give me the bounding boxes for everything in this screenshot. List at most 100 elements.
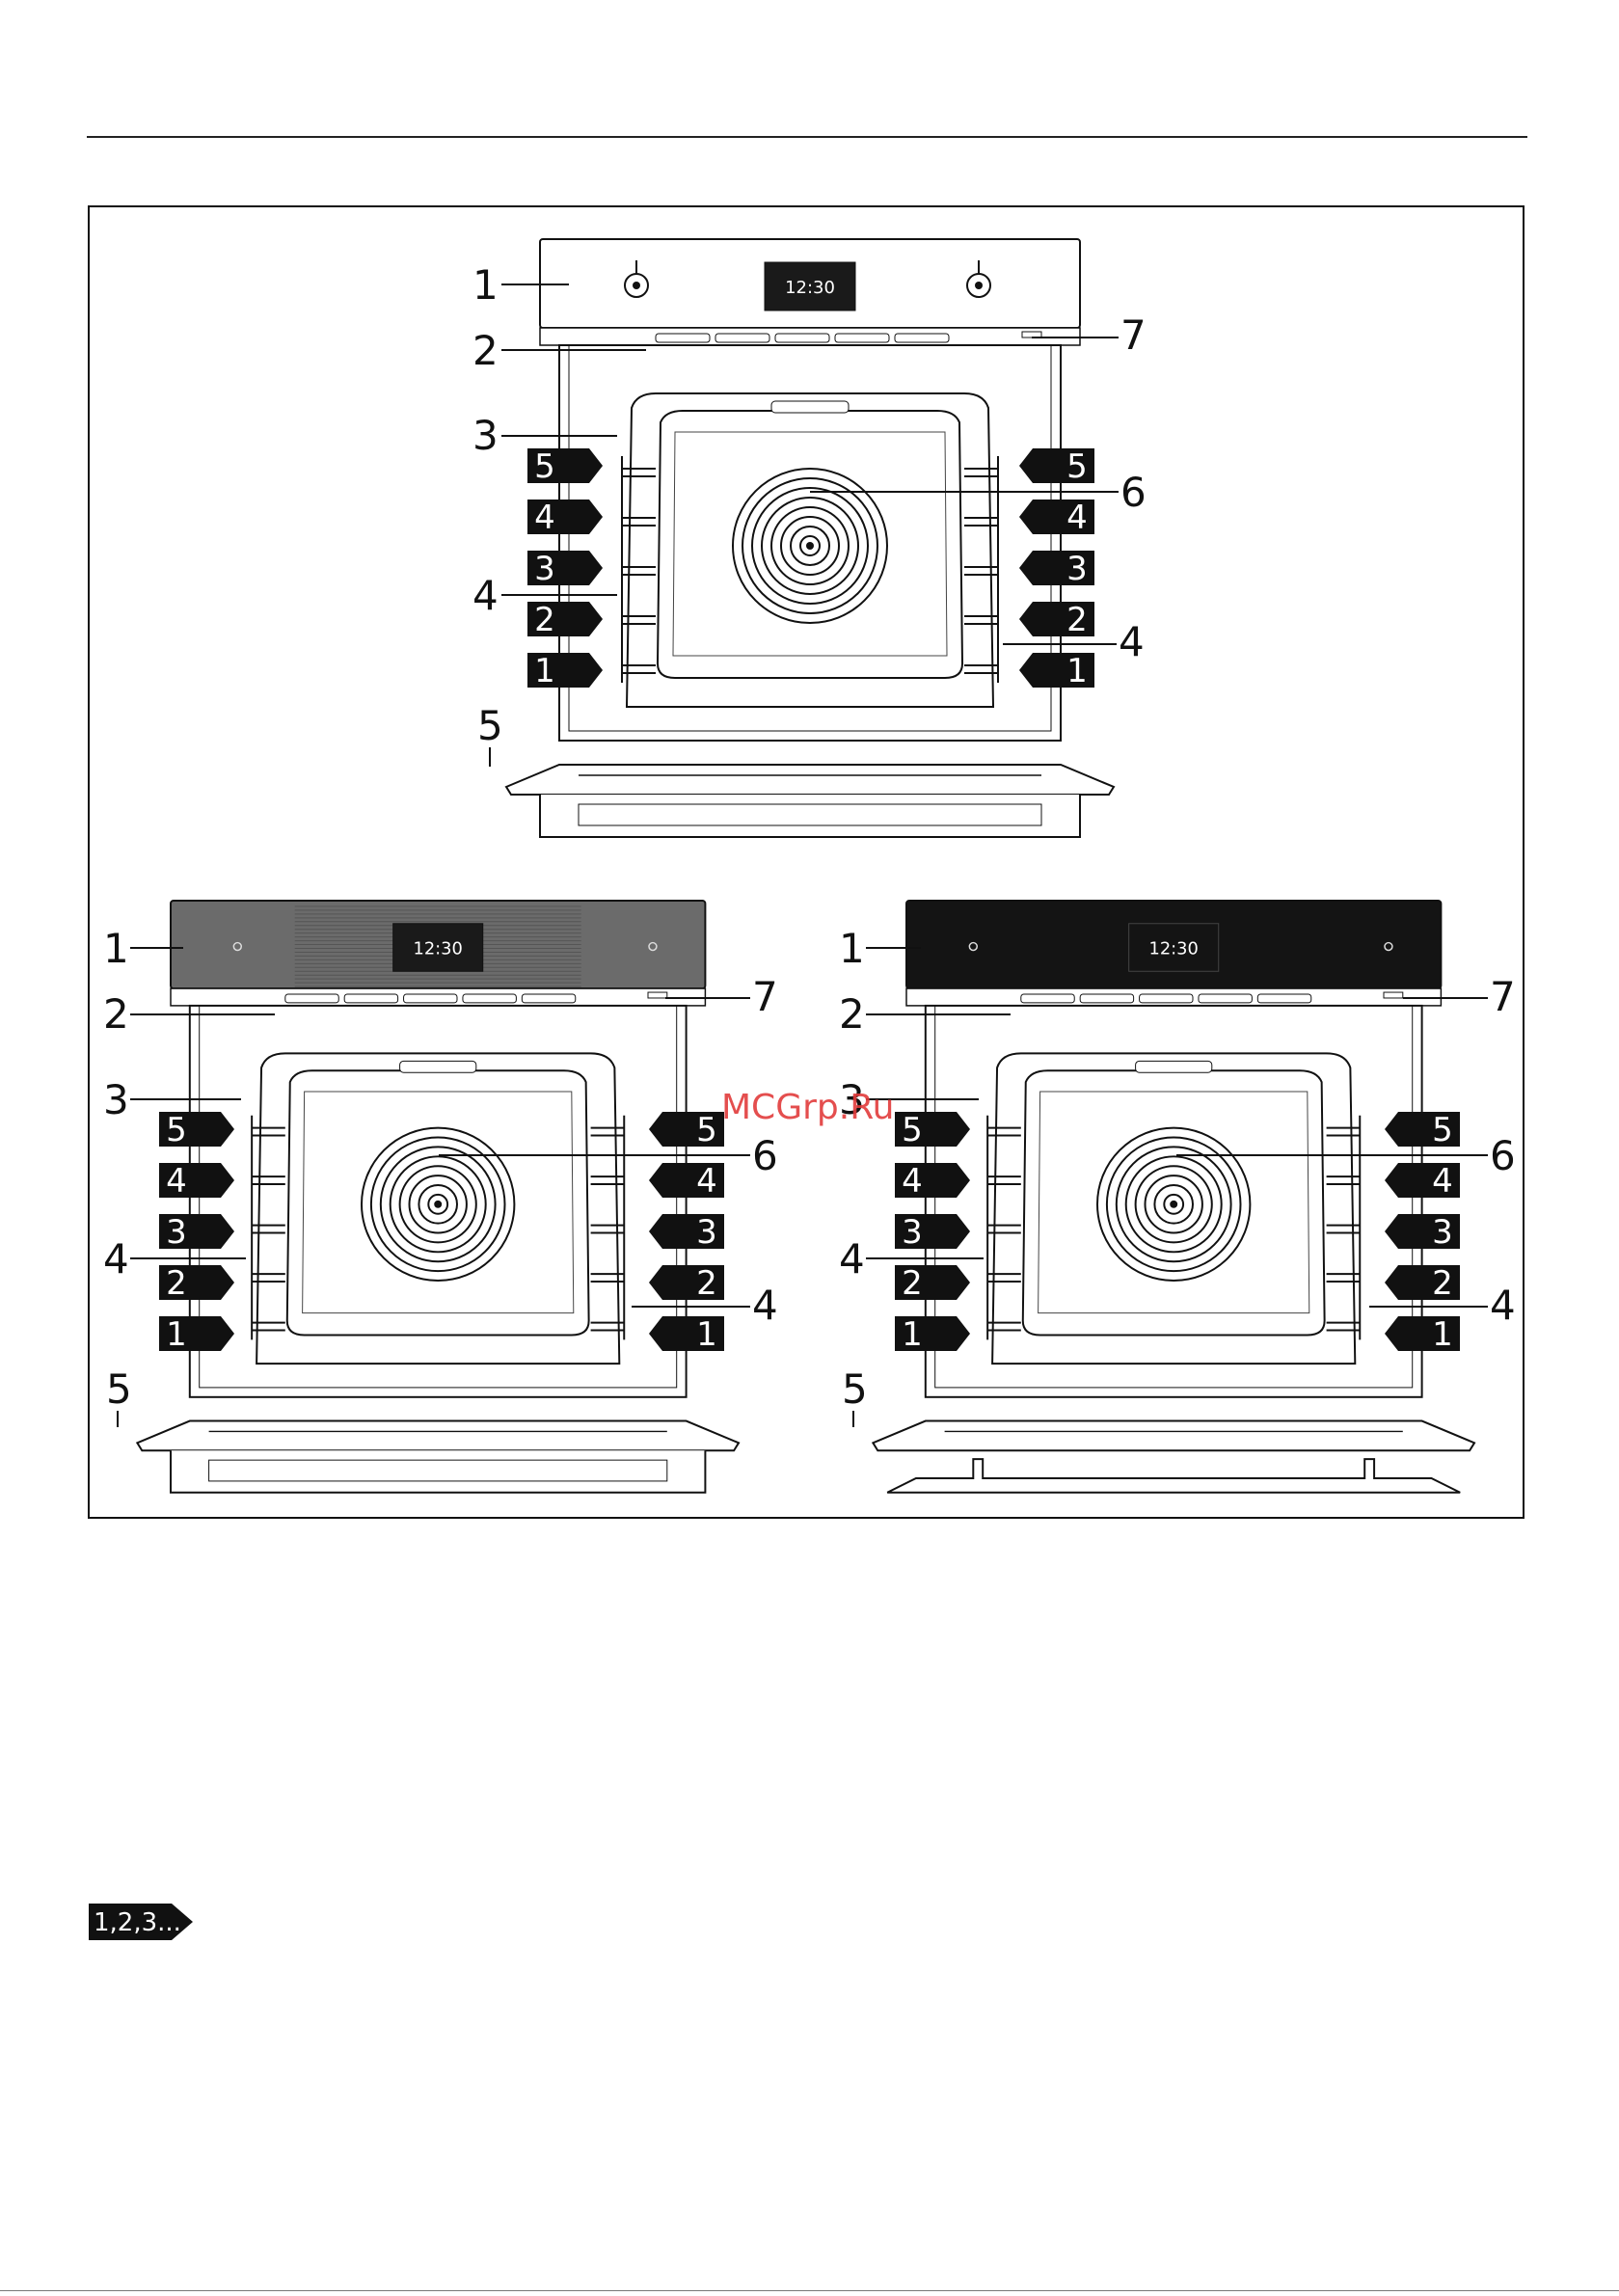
vent-slot bbox=[895, 334, 949, 342]
shelf-level-5-right: 5 bbox=[1385, 1111, 1460, 1149]
callout-1: 1 bbox=[839, 925, 865, 972]
vent-slot bbox=[344, 994, 397, 1003]
shelf-level-number: 4 bbox=[696, 1162, 717, 1201]
oven-white: 12:30 bbox=[506, 239, 1114, 837]
shelf-level-number: 5 bbox=[1432, 1111, 1453, 1149]
callout-2: 2 bbox=[103, 990, 129, 1038]
vent-slot bbox=[775, 334, 829, 342]
callout-7: 7 bbox=[1490, 973, 1516, 1020]
vent-slot bbox=[285, 994, 338, 1003]
vent-slot bbox=[715, 334, 769, 342]
shelf-level-number: 3 bbox=[696, 1213, 717, 1252]
shelf-level-number: 4 bbox=[166, 1162, 187, 1201]
callout-6: 6 bbox=[752, 1132, 778, 1179]
shelf-level-1-right: 1 bbox=[649, 1315, 724, 1354]
display-time: 12:30 bbox=[785, 278, 835, 298]
shelf-level-3-left: 3 bbox=[527, 550, 603, 588]
shelf-level-number: 4 bbox=[902, 1162, 923, 1201]
shelf-level-number: 2 bbox=[1066, 601, 1088, 639]
vent-slot bbox=[835, 334, 889, 342]
callout-6: 6 bbox=[1120, 469, 1147, 516]
vent-slot bbox=[463, 994, 516, 1003]
callout-5: 5 bbox=[106, 1365, 132, 1413]
bottom-rule bbox=[0, 2290, 1619, 2291]
shelf-level-number: 5 bbox=[902, 1111, 923, 1149]
shelf-level-5-right: 5 bbox=[649, 1111, 724, 1149]
shelf-level-3-right: 3 bbox=[1019, 550, 1094, 588]
shelf-level-number: 3 bbox=[1432, 1213, 1453, 1252]
oven-door-base bbox=[171, 1450, 705, 1493]
shelf-level-2-left: 2 bbox=[895, 1264, 970, 1303]
watermark-text: MCGrp.Ru bbox=[721, 1088, 894, 1127]
shelf-level-number: 2 bbox=[1432, 1264, 1453, 1303]
callout-5: 5 bbox=[477, 702, 503, 749]
oven-door-top bbox=[137, 1421, 739, 1451]
shelf-level-number: 1 bbox=[902, 1315, 923, 1354]
callout-4: 4 bbox=[752, 1282, 778, 1329]
shelf-level-number: 1 bbox=[534, 652, 555, 690]
callout-4: 4 bbox=[839, 1235, 865, 1283]
shelf-level-4-right: 4 bbox=[1019, 499, 1094, 537]
oven-black: 12:30 bbox=[873, 901, 1474, 1493]
shelf-level-1-left: 1 bbox=[159, 1315, 234, 1354]
shelf-level-number: 1 bbox=[166, 1315, 187, 1354]
shelf-level-number: 1 bbox=[696, 1315, 717, 1354]
shelf-level-1-right: 1 bbox=[1385, 1315, 1460, 1354]
shelf-level-number: 5 bbox=[534, 447, 555, 486]
shelf-level-3-right: 3 bbox=[1385, 1213, 1460, 1252]
shelf-level-number: 3 bbox=[166, 1213, 187, 1252]
callout-6: 6 bbox=[1490, 1132, 1516, 1179]
callout-7: 7 bbox=[752, 973, 778, 1020]
shelf-level-5-left: 5 bbox=[895, 1111, 970, 1149]
shelf-level-number: 5 bbox=[696, 1111, 717, 1149]
vent-slot bbox=[656, 334, 710, 342]
vent-slot bbox=[404, 994, 457, 1003]
shelf-level-5-left: 5 bbox=[159, 1111, 234, 1149]
callout-4: 4 bbox=[1119, 618, 1145, 665]
callout-2: 2 bbox=[472, 327, 499, 374]
shelf-level-1-left: 1 bbox=[527, 652, 603, 690]
shelf-level-5-right: 5 bbox=[1019, 447, 1094, 486]
shelf-level-1-left: 1 bbox=[895, 1315, 970, 1354]
shelf-level-4-right: 4 bbox=[1385, 1162, 1460, 1201]
shelf-level-number: 1 bbox=[1066, 652, 1088, 690]
callout-1: 1 bbox=[103, 925, 129, 972]
shelf-level-number: 5 bbox=[1066, 447, 1088, 486]
shelf-level-4-left: 4 bbox=[527, 499, 603, 537]
steps-badge: 1,2,3... bbox=[89, 1902, 195, 1942]
callout-3: 3 bbox=[103, 1076, 129, 1123]
shelf-level-3-left: 3 bbox=[895, 1213, 970, 1252]
shelf-level-2-right: 2 bbox=[649, 1264, 724, 1303]
vent-slot bbox=[522, 994, 575, 1003]
callout-3: 3 bbox=[472, 412, 499, 459]
shelf-level-number: 4 bbox=[1066, 499, 1088, 537]
callout-4: 4 bbox=[103, 1235, 129, 1283]
oven-lamp bbox=[771, 401, 849, 413]
shelf-level-number: 4 bbox=[534, 499, 555, 537]
fan-hub bbox=[806, 542, 814, 550]
shelf-level-1-right: 1 bbox=[1019, 652, 1094, 690]
oven-door-base bbox=[540, 795, 1080, 837]
shelf-level-2-right: 2 bbox=[1019, 601, 1094, 639]
shelf-level-number: 3 bbox=[902, 1213, 923, 1252]
display-time: 12:30 bbox=[414, 938, 463, 959]
oven-lamp bbox=[1136, 1061, 1212, 1072]
vent-slot bbox=[1021, 994, 1074, 1003]
shelf-level-number: 2 bbox=[534, 601, 555, 639]
vent-slot bbox=[1140, 994, 1193, 1003]
shelf-level-number: 1 bbox=[1432, 1315, 1453, 1354]
shelf-level-number: 2 bbox=[166, 1264, 187, 1303]
shelf-level-number: 2 bbox=[902, 1264, 923, 1303]
steps-badge-label: 1,2,3... bbox=[94, 1908, 181, 1937]
shelf-level-number: 2 bbox=[696, 1264, 717, 1303]
fan-hub bbox=[434, 1201, 442, 1208]
door-sensor bbox=[648, 992, 667, 998]
oven-door-top bbox=[873, 1421, 1474, 1451]
door-sensor bbox=[1384, 992, 1403, 998]
oven-lamp bbox=[400, 1061, 476, 1072]
shelf-level-number: 3 bbox=[1066, 550, 1088, 588]
shelf-level-4-right: 4 bbox=[649, 1162, 724, 1201]
vent-slot bbox=[1199, 994, 1252, 1003]
knob-center bbox=[633, 282, 640, 289]
